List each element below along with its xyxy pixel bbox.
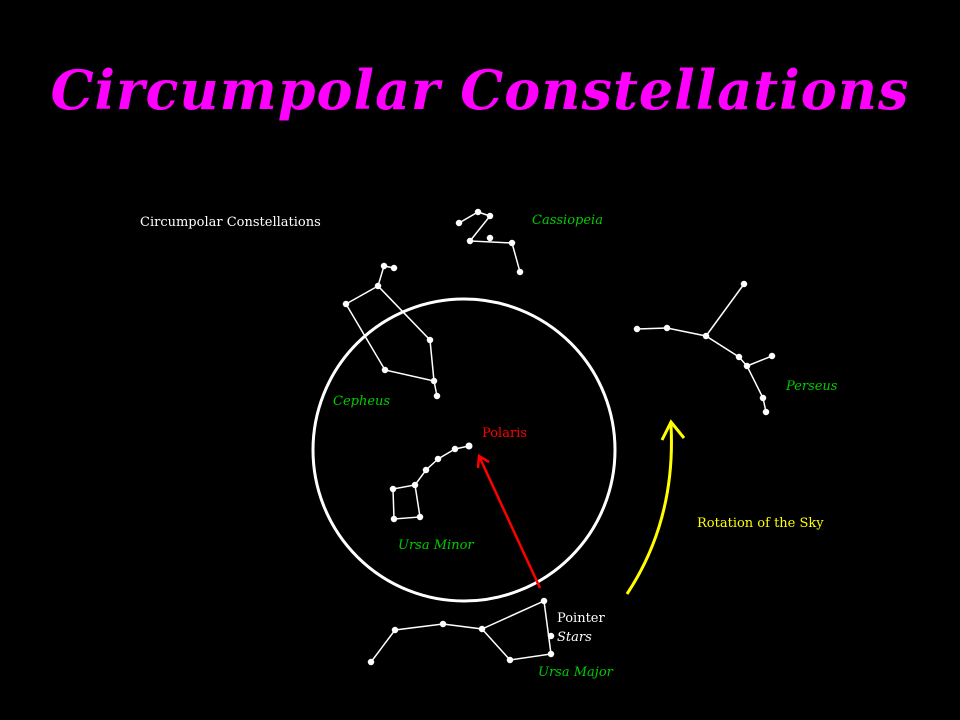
label-ursa-minor: Ursa Minor xyxy=(398,538,474,553)
circumpolar-circle xyxy=(311,297,617,603)
label-cassiopeia: Cassiopeia xyxy=(532,213,603,228)
ursa-major-constellation xyxy=(367,597,555,666)
cassiopeia-constellation xyxy=(455,208,524,276)
diagram-caption: Circumpolar Constellations xyxy=(140,215,321,230)
perseus-constellation xyxy=(633,280,776,416)
label-cepheus: Cepheus xyxy=(333,394,390,409)
label-polaris: Polaris xyxy=(482,426,527,441)
label-pointer: Pointer xyxy=(557,611,605,626)
label-stars: Stars xyxy=(557,630,592,645)
label-rotation: Rotation of the Sky xyxy=(697,516,824,531)
label-ursa-major: Ursa Major xyxy=(538,665,614,680)
rotation-arrow xyxy=(625,419,686,595)
ursa-minor-constellation xyxy=(389,445,470,523)
slide-title: Circumpolar Constellations xyxy=(50,58,910,122)
label-perseus: Perseus xyxy=(785,379,838,394)
polaris-star xyxy=(465,442,473,450)
polaris-arrow xyxy=(476,453,542,589)
cepheus-constellation xyxy=(342,262,441,400)
